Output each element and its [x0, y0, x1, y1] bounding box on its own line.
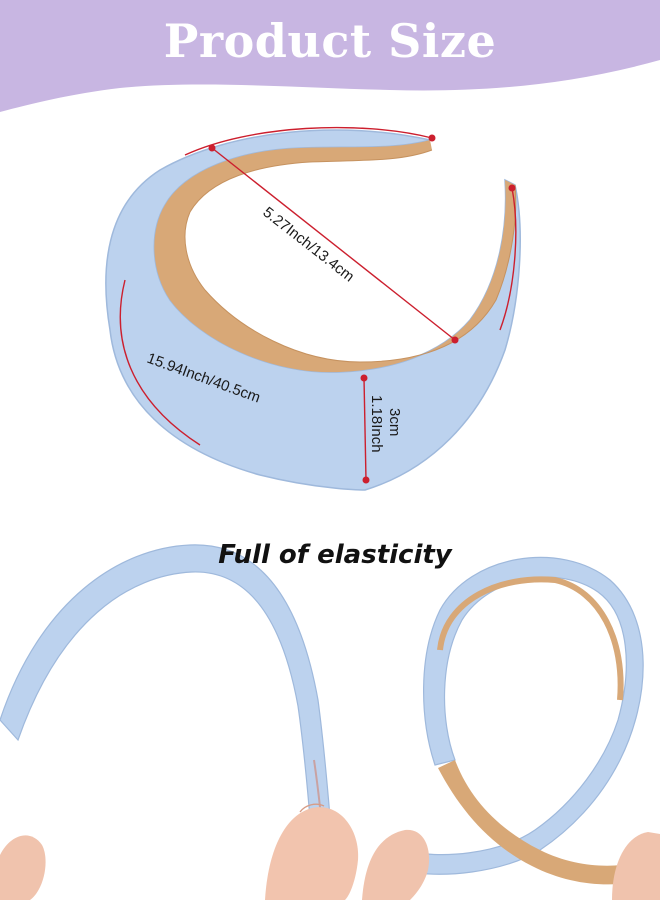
hand-left-2 [265, 803, 359, 900]
headband-arch-left [0, 544, 333, 843]
hand-right-1 [362, 829, 430, 900]
hand-right-2 [612, 832, 660, 900]
page-title: Product Size [163, 14, 497, 68]
width-cm-label: 3cm [386, 408, 403, 436]
diameter-label: 5.27Inch/13.4cm [260, 204, 358, 286]
headband-twist-right [399, 556, 652, 885]
width-inch-label: 1.18Inch [368, 395, 385, 453]
hand-left-1 [0, 835, 46, 900]
headband-main [105, 129, 521, 491]
measure-points [208, 134, 516, 484]
elasticity-caption: Full of elasticity [218, 540, 452, 570]
header-banner [0, 0, 660, 112]
